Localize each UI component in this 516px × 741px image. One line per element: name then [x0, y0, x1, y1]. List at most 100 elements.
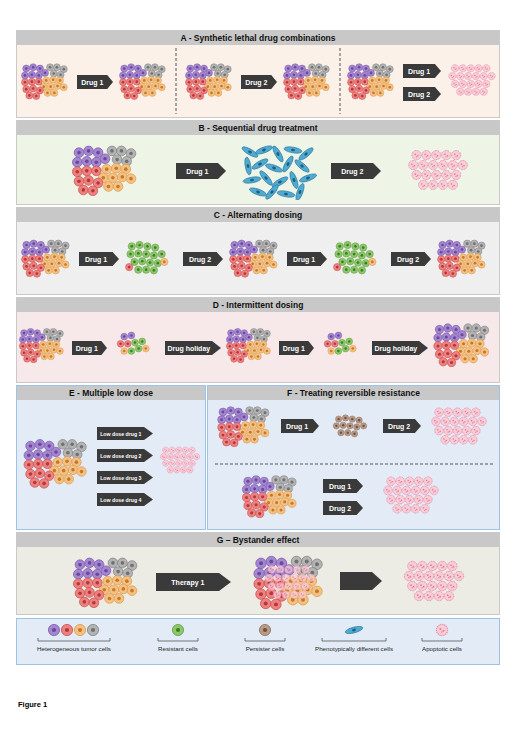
arrow-label: Drug 1: [72, 341, 102, 355]
arrow-label: Drug 1: [403, 64, 435, 78]
arrow-label: Drug holiday: [372, 341, 420, 355]
arrow-label: Low dose drug 2: [97, 449, 145, 462]
drug-arrow: Drug 2: [331, 163, 381, 179]
arrow-body: [97, 471, 153, 484]
drug-arrow: Drug 1: [77, 75, 113, 89]
panel-heading: G – Bystander effect: [17, 533, 499, 547]
arrow-body: [183, 252, 223, 266]
arrow-body: [279, 341, 314, 355]
panel-band: A - Synthetic lethal drug combinationsDr…: [16, 30, 500, 118]
panel-band: D - Intermittent dosingDrug 1 Drug holida…: [16, 297, 500, 383]
legend-text: Resistant cells: [113, 645, 243, 652]
arrow-label: Drug 1: [79, 252, 113, 266]
legend-text: Heterogeneous tumor cells: [9, 645, 139, 652]
arrow-label: Drug 1: [279, 341, 309, 355]
arrow-label: Drug 2: [403, 87, 435, 101]
legend-sample: [87, 624, 98, 635]
arrow-body: [287, 252, 327, 266]
arrow-body: [72, 341, 107, 355]
legend-sample: [74, 624, 85, 635]
panel-band: B - Sequential drug treatmentDrug 1Drug …: [16, 120, 500, 205]
drug-arrow: Drug 1: [79, 252, 119, 266]
drug-arrow: Drug 2: [323, 501, 363, 515]
drug-arrow: Drug 2: [391, 252, 431, 266]
arrow-body: [77, 75, 113, 89]
panel-heading: C - Alternating dosing: [17, 208, 499, 222]
arrow-label: Therapy 1: [156, 573, 220, 591]
legend-sample: [436, 624, 447, 635]
arrow-label: Drug 1: [323, 479, 357, 493]
arrow-body: [403, 64, 441, 78]
arrow-body: [79, 252, 119, 266]
arrow-label: Drug 2: [383, 419, 415, 433]
drug-arrow: Drug 1: [176, 163, 226, 179]
panel-band: E - Multiple low doseLow dose drug 1 Low …: [16, 385, 206, 530]
arrow-label: Low dose drug 1: [97, 427, 145, 440]
drug-arrow: Drug 2: [183, 252, 223, 266]
drug-arrow: Drug 2: [241, 75, 277, 89]
legend-text: Persister cells: [200, 645, 330, 652]
arrow-body: [391, 252, 431, 266]
arrow-body: [241, 75, 277, 89]
drug-arrow: Drug 1: [281, 419, 319, 433]
arrow-label: Drug 1: [77, 75, 108, 89]
drug-arrow: Drug 2: [403, 87, 441, 101]
legend-text: Apoptotic cells: [377, 645, 507, 652]
drug-arrow: Drug 2: [383, 419, 421, 433]
arrow-body: [156, 573, 231, 591]
legend-bracket: [38, 638, 110, 641]
legend-sample: [61, 624, 72, 635]
arrow-label: Drug 1: [287, 252, 321, 266]
arrow-body: [165, 341, 221, 355]
legend-bracket: [322, 638, 386, 641]
panel-band: G – Bystander effectTherapy 1: [16, 532, 500, 615]
arrow-label: Drug 2: [323, 501, 357, 515]
arrow-label: Low dose drug 4: [97, 493, 145, 506]
legend-sample: [48, 624, 59, 635]
drug-arrow: Drug 1: [403, 64, 441, 78]
drug-arrow: Drug 1: [287, 252, 327, 266]
drug-arrow: Drug 1: [279, 341, 314, 355]
arrow-body: [97, 493, 153, 506]
arrow-body: [97, 449, 153, 462]
arrow-body: [176, 163, 226, 179]
drug-arrow: Low dose drug 4: [97, 493, 153, 506]
arrow-label: Drug 2: [331, 163, 374, 179]
drug-arrow: Low dose drug 3: [97, 471, 153, 484]
drug-arrow: Low dose drug 2: [97, 449, 153, 462]
legend-bracket: [422, 638, 462, 641]
drug-arrow: Therapy 1: [156, 573, 231, 591]
legend-box: [17, 619, 500, 665]
panel-heading: A - Synthetic lethal drug combinations: [17, 31, 499, 45]
panel-heading: F - Treating reversible resistance: [208, 386, 499, 400]
drug-arrow: Drug 1: [72, 341, 107, 355]
panel-heading: D - Intermittent dosing: [17, 298, 499, 312]
arrow-body: [372, 341, 428, 355]
arrow-label: Drug 2: [391, 252, 425, 266]
arrow-label: Drug 2: [183, 252, 217, 266]
arrow-label: Drug 1: [176, 163, 219, 179]
legend-sample: [172, 624, 183, 635]
figure-caption: Figure 1: [18, 700, 47, 709]
arrow-label: Drug holiday: [165, 341, 213, 355]
drug-arrow: Drug 1: [323, 479, 363, 493]
legend-bracket: [158, 638, 198, 641]
legend-bracket: [245, 638, 285, 641]
arrow-body: [323, 479, 363, 493]
arrow-body: [403, 87, 441, 101]
arrow-body: [383, 419, 421, 433]
arrow-body: [281, 419, 319, 433]
legend-text: Phenotypically different cells: [289, 645, 419, 652]
panel-band: C - Alternating dosingDrug 1 Drug 2 Drug 1…: [16, 207, 500, 295]
drug-arrow: Drug holiday: [165, 341, 221, 355]
arrow-label: Drug 2: [241, 75, 272, 89]
arrow-body: [331, 163, 381, 179]
legend-sample: [259, 624, 270, 635]
arrow-body: [97, 427, 153, 440]
legend-sample: [345, 625, 364, 635]
panel-heading: E - Multiple low dose: [17, 386, 205, 400]
arrow-label: Drug 1: [281, 419, 313, 433]
drug-arrow: Low dose drug 1: [97, 427, 153, 440]
panel-band: F - Treating reversible resistanceDrug 1…: [207, 385, 500, 530]
